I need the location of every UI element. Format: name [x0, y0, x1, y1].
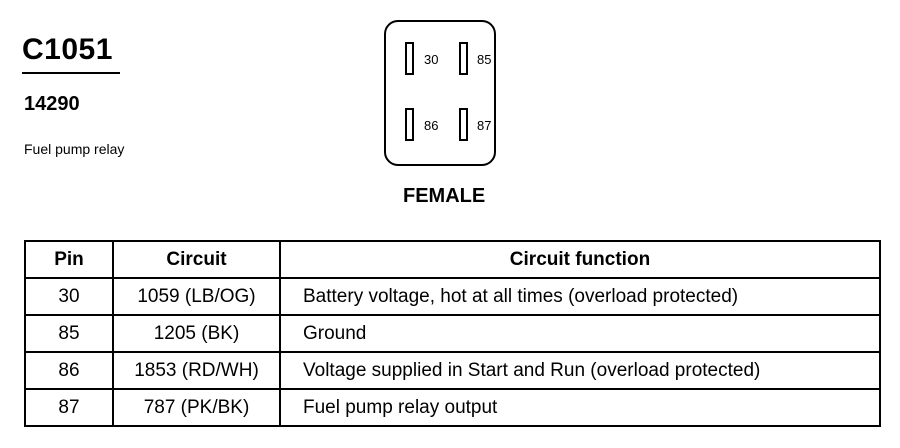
- pin-label-30: 30: [424, 52, 439, 67]
- pin-label-85: 85: [477, 52, 492, 67]
- cell-pin: 30: [24, 277, 114, 316]
- table-row: 85 1205 (BK) Ground: [24, 314, 881, 353]
- cell-pin: 86: [24, 351, 114, 390]
- connector-description: Fuel pump relay: [24, 141, 125, 157]
- table-row: 87 787 (PK/BK) Fuel pump relay output: [24, 388, 881, 427]
- connector-face: 30 85 86 87: [384, 20, 496, 166]
- cell-circuit: 1059 (LB/OG): [112, 277, 281, 316]
- cell-circuit-function: Battery voltage, hot at all times (overl…: [279, 277, 881, 316]
- cell-pin: 85: [24, 314, 114, 353]
- cell-circuit-function: Voltage supplied in Start and Run (overl…: [279, 351, 881, 390]
- cell-circuit-function: Fuel pump relay output: [279, 388, 881, 427]
- table-row: 30 1059 (LB/OG) Battery voltage, hot at …: [24, 277, 881, 316]
- pin-slot-86: [405, 108, 414, 141]
- part-number: 14290: [24, 93, 80, 115]
- pin-label-86: 86: [424, 118, 439, 133]
- header-circuit-function: Circuit function: [279, 240, 881, 279]
- pinout-table: Pin Circuit Circuit function 30 1059 (LB…: [24, 240, 881, 427]
- header-pin: Pin: [24, 240, 114, 279]
- connector-id: C1051: [22, 33, 113, 66]
- header-circuit: Circuit: [112, 240, 281, 279]
- table-header-row: Pin Circuit Circuit function: [24, 240, 881, 279]
- pin-slot-87: [459, 108, 468, 141]
- pin-slot-30: [405, 42, 414, 75]
- cell-circuit: 1853 (RD/WH): [112, 351, 281, 390]
- connector-gender-label: FEMALE: [403, 185, 486, 207]
- connector-id-underline: [22, 72, 120, 74]
- cell-pin: 87: [24, 388, 114, 427]
- cell-circuit: 1205 (BK): [112, 314, 281, 353]
- cell-circuit-function: Ground: [279, 314, 881, 353]
- table-row: 86 1853 (RD/WH) Voltage supplied in Star…: [24, 351, 881, 390]
- pin-label-87: 87: [477, 118, 492, 133]
- pin-slot-85: [459, 42, 468, 75]
- cell-circuit: 787 (PK/BK): [112, 388, 281, 427]
